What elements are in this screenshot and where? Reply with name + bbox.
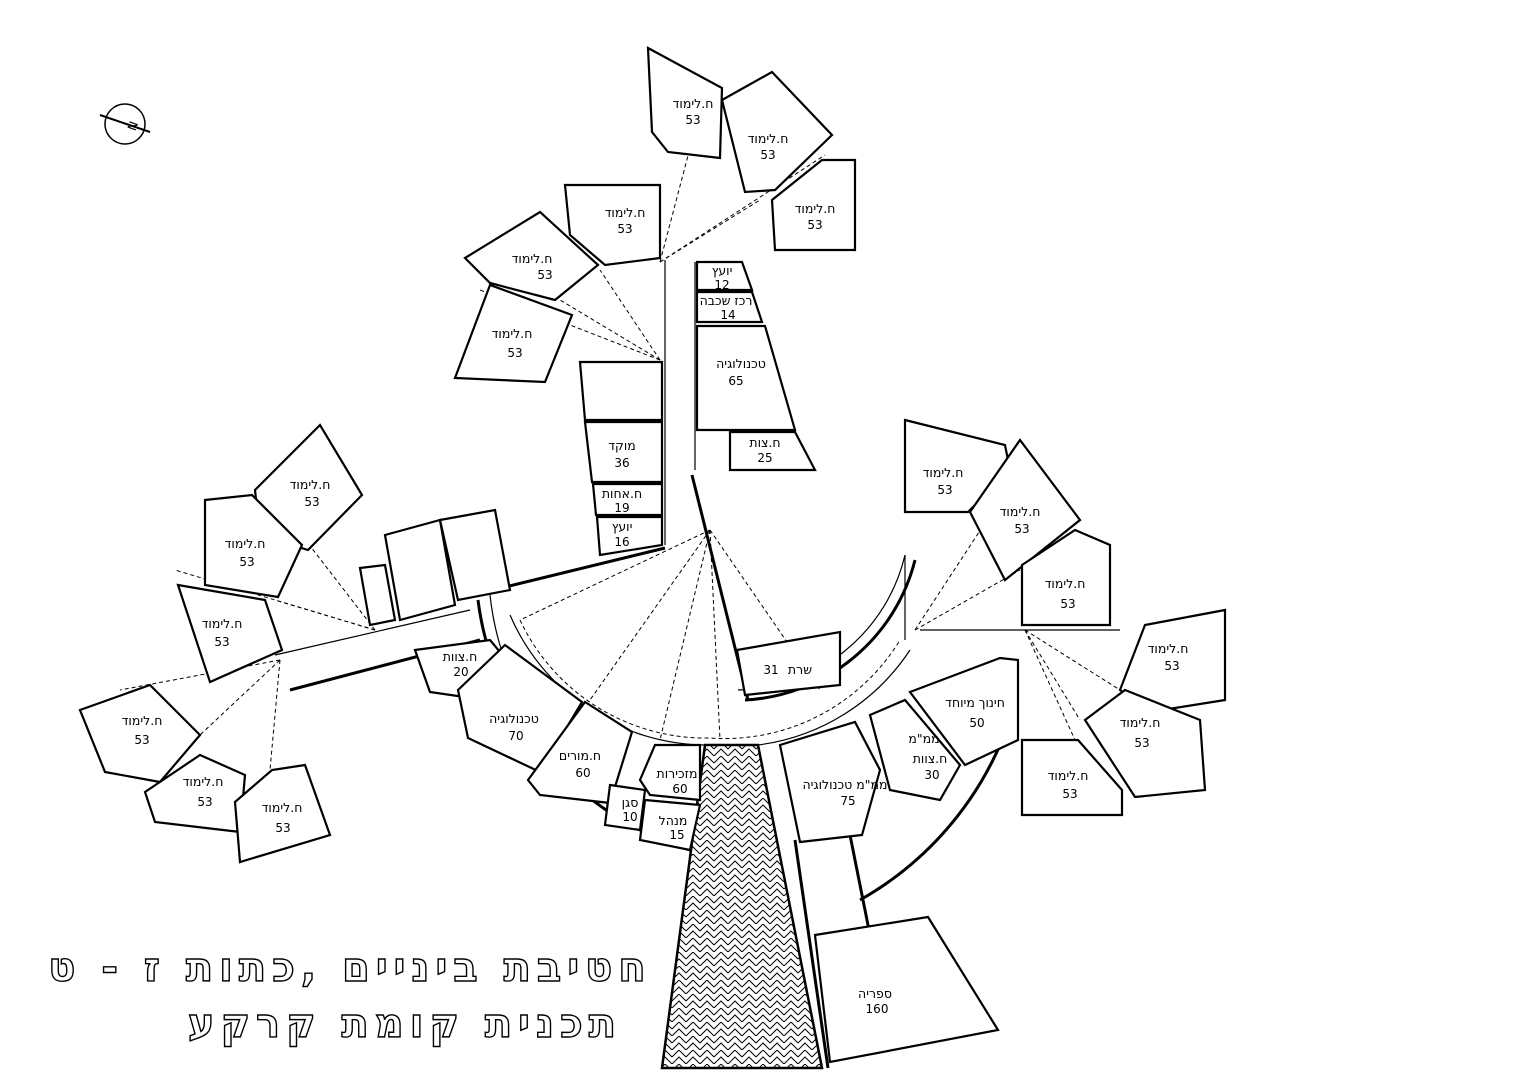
room-area: 53 bbox=[197, 795, 212, 809]
room-name: ח.לימוד bbox=[1045, 576, 1086, 591]
room-name: ח.לימוד bbox=[225, 536, 266, 551]
room-classroom bbox=[78, 683, 202, 784]
room-name: טכנולוגיה bbox=[489, 711, 539, 726]
room-area: 53 bbox=[1014, 522, 1029, 536]
room-classroom bbox=[1020, 738, 1124, 817]
room-area: 53 bbox=[1060, 597, 1075, 611]
room-name: ח.לימוד bbox=[1148, 641, 1189, 656]
room-classroom bbox=[233, 763, 332, 864]
room-classroom bbox=[453, 283, 574, 384]
room-name: ח.לימוד bbox=[1000, 504, 1041, 519]
room-name: ממ"מ טכנולוגיה bbox=[803, 777, 888, 792]
room-area: 53 bbox=[760, 148, 775, 162]
plan-title: חטיבת ביניים ,כתות ז - ט bbox=[48, 945, 652, 991]
room-name: ח.אחות bbox=[602, 486, 642, 501]
room-classroom bbox=[646, 46, 724, 160]
room-name: שרת bbox=[788, 662, 812, 677]
room-area: 53 bbox=[537, 268, 552, 282]
room-area: 70 bbox=[508, 729, 523, 743]
room-name: ח.לימוד bbox=[1048, 768, 1089, 783]
room-classroom bbox=[1083, 688, 1207, 799]
room-area: 53 bbox=[134, 733, 149, 747]
room-area: 53 bbox=[275, 821, 290, 835]
room-area: 53 bbox=[304, 495, 319, 509]
room-area: 160 bbox=[866, 1002, 889, 1016]
room-name: ח.לימוד bbox=[923, 465, 964, 480]
room-name: יועץ bbox=[612, 519, 633, 534]
room-classroom bbox=[176, 583, 284, 684]
room-area: 53 bbox=[214, 635, 229, 649]
room-area: 50 bbox=[969, 716, 984, 730]
classrooms bbox=[78, 46, 1227, 864]
room-name: רכז שכבה bbox=[700, 293, 753, 308]
room-name: מנהל bbox=[659, 813, 688, 828]
room-name: ספריה bbox=[858, 986, 892, 1001]
room-name: ח.לימוד bbox=[290, 477, 331, 492]
north-arrow-icon: N bbox=[99, 103, 151, 145]
room-area: 53 bbox=[507, 346, 522, 360]
room-area: 53 bbox=[1164, 659, 1179, 673]
service-rooms bbox=[358, 260, 1020, 1064]
room-name: ח.לימוד bbox=[183, 774, 224, 789]
room-name: ח.לימוד bbox=[605, 205, 646, 220]
room-area: 53 bbox=[937, 483, 952, 497]
room-area: 16 bbox=[614, 535, 629, 549]
room-name: יועץ bbox=[712, 263, 733, 278]
room-area: 65 bbox=[728, 374, 743, 388]
room-classroom bbox=[720, 70, 834, 194]
room-classroom bbox=[563, 183, 662, 267]
room-area: 53 bbox=[1062, 787, 1077, 801]
room-name: ממ"מ bbox=[908, 731, 939, 746]
room-name: ח.לימוד bbox=[202, 616, 243, 631]
room-area: 15 bbox=[669, 828, 684, 842]
room-classroom bbox=[463, 210, 600, 302]
room-area: 20 bbox=[453, 665, 468, 679]
room-name: טכנולוגיה bbox=[716, 356, 766, 371]
room-area: 53 bbox=[239, 555, 254, 569]
room-classroom bbox=[968, 438, 1082, 582]
room-name: מזכירות bbox=[657, 766, 698, 781]
room-name: ח.לימוד bbox=[795, 201, 836, 216]
room-name: ח.צוות bbox=[913, 751, 948, 766]
plan-subtitle: תכנית קומת קרקע bbox=[188, 1001, 622, 1047]
room-area: 10 bbox=[622, 810, 637, 824]
room-area: 60 bbox=[672, 782, 687, 796]
room-area: 53 bbox=[685, 113, 700, 127]
room-name: ח.לימוד bbox=[122, 713, 163, 728]
paved-entrance bbox=[660, 743, 824, 1070]
room-name: ח.לימוד bbox=[748, 131, 789, 146]
room-classroom bbox=[203, 493, 304, 599]
room-classroom bbox=[1020, 528, 1112, 627]
room-name: ח.לימוד bbox=[673, 96, 714, 111]
room-name: ח.לימוד bbox=[1120, 715, 1161, 730]
room-name: ח.מורים bbox=[559, 748, 601, 763]
room-area: 60 bbox=[575, 766, 590, 780]
room-name: ח.לימוד bbox=[512, 251, 553, 266]
room-area: 12 bbox=[714, 278, 729, 292]
room-area: 14 bbox=[720, 308, 735, 322]
room-name: מוקד bbox=[608, 438, 636, 453]
north-label: N bbox=[125, 119, 141, 132]
room-name: ח.לימוד bbox=[262, 800, 303, 815]
room-area: 53 bbox=[807, 218, 822, 232]
room-name: ח.צוות bbox=[443, 649, 478, 664]
room-name: סגן bbox=[622, 795, 639, 810]
room-area: 36 bbox=[614, 456, 629, 470]
room-area: 25 bbox=[757, 451, 772, 465]
room-name: חינוך מיוחד bbox=[945, 695, 1005, 710]
room-name: ח.צות bbox=[749, 435, 780, 450]
room-area: 19 bbox=[614, 501, 629, 515]
room-classroom bbox=[770, 158, 857, 252]
room-area: 31 bbox=[763, 663, 778, 677]
room-name: ח.לימוד bbox=[492, 326, 533, 341]
room-area: 53 bbox=[617, 222, 632, 236]
room-area: 75 bbox=[840, 794, 855, 808]
room-area: 53 bbox=[1134, 736, 1149, 750]
room-area: 30 bbox=[924, 768, 939, 782]
